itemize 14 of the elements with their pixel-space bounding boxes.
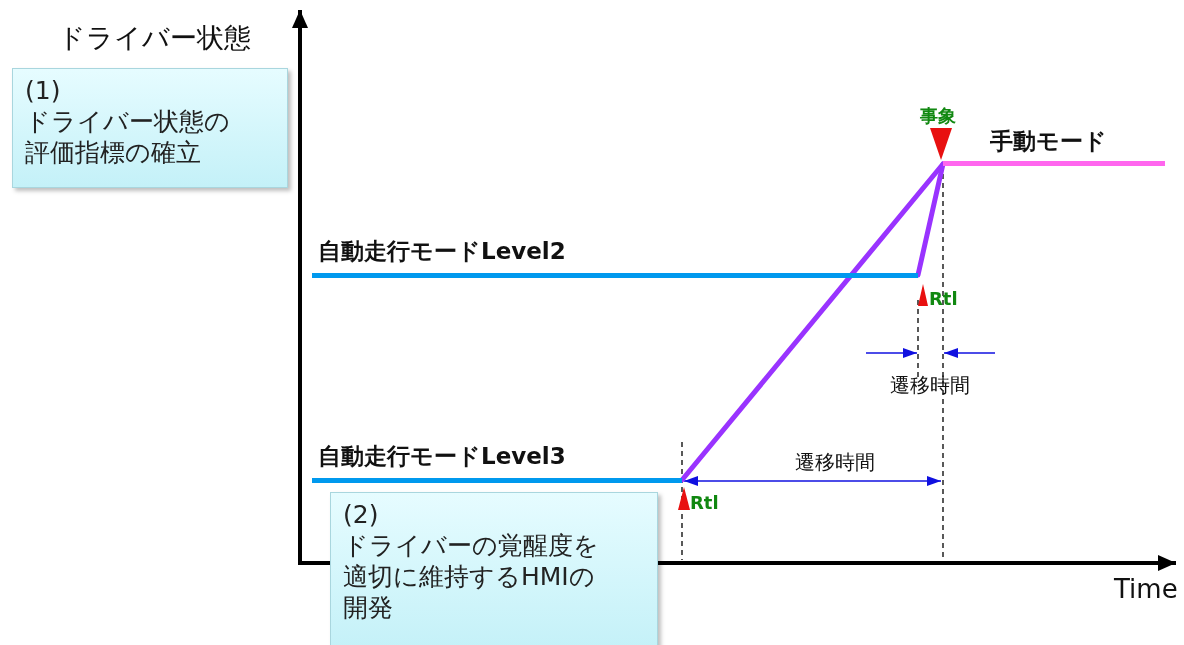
- axis-title: ドライバー状態: [58, 21, 251, 55]
- transition-line: [679, 161, 946, 483]
- text-box: (2) ドライバーの覚醒度を適切に維持するHMIの開発: [330, 492, 658, 645]
- event-label: 事象: [920, 104, 956, 128]
- dimension-label: 遷移時間: [795, 449, 875, 476]
- rtl-label: Rtl: [690, 492, 719, 513]
- text-box: (1) ドライバー状態の評価指標の確立: [12, 68, 288, 188]
- rtl-label: Rtl: [929, 288, 958, 309]
- transition-line: [915, 161, 946, 278]
- dimension-label: 遷移時間: [890, 372, 970, 399]
- mode-label: 手動モード: [990, 127, 1107, 156]
- mode-label: 自動走行モードLevel3: [318, 442, 566, 471]
- mode-label: 自動走行モードLevel2: [318, 237, 566, 266]
- axis-title: Time: [1114, 574, 1178, 604]
